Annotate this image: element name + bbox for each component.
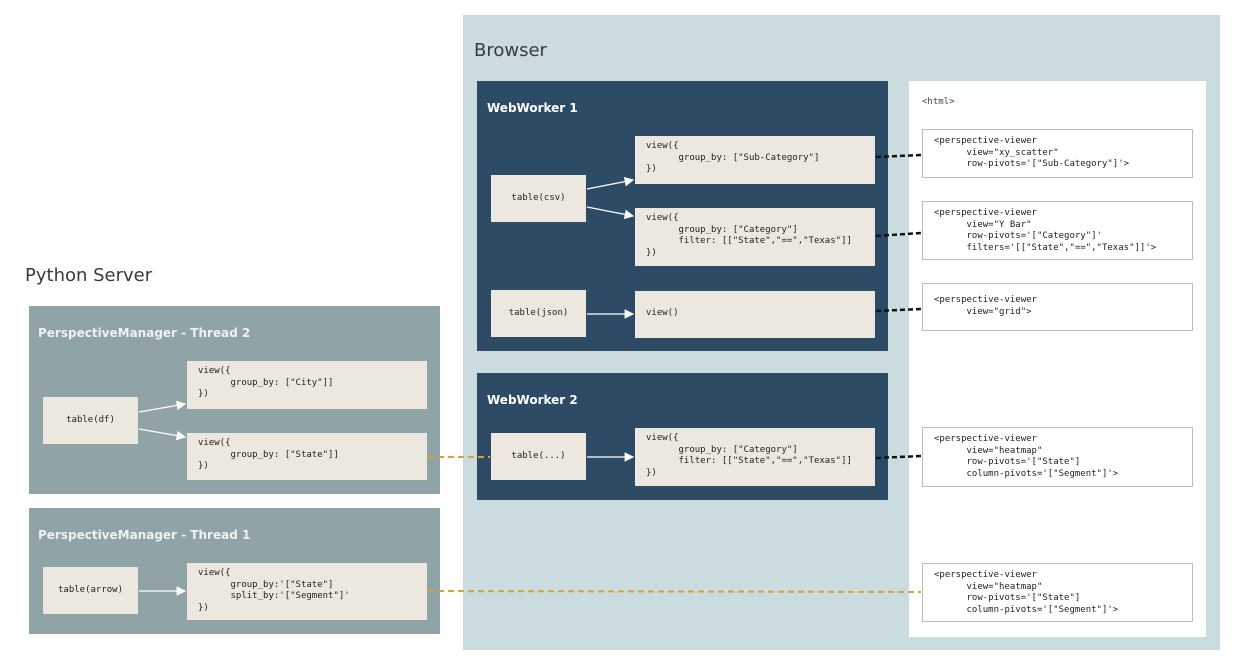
thread-1-title: PerspectiveManager - Thread 1	[38, 528, 251, 542]
view-subcategory: view({ group_by: ["Sub-Category"] })	[635, 136, 875, 184]
thread-2-title: PerspectiveManager - Thread 2	[38, 326, 251, 340]
view-empty: view()	[635, 291, 875, 338]
table-arrow: table(arrow)	[43, 567, 138, 614]
table-csv: table(csv)	[491, 175, 586, 222]
viewer-xy-scatter: <perspective-viewer view="xy_scatter" ro…	[922, 129, 1193, 178]
webworker-2-title: WebWorker 2	[487, 393, 578, 407]
viewer-heatmap-2: <perspective-viewer view="heatmap" row-p…	[922, 563, 1193, 622]
server-title: Python Server	[25, 265, 153, 286]
viewer-y-bar: <perspective-viewer view="Y Bar" row-piv…	[922, 201, 1193, 260]
table-json: table(json)	[491, 290, 586, 337]
html-tag-label: <html>	[922, 97, 955, 107]
view-city: view({ group_by: ["City"]] })	[187, 361, 427, 409]
view-state-segment: view({ group_by:'["State"] split_by:'["S…	[187, 563, 427, 620]
view-category-texas: view({ group_by: ["Category"] filter: [[…	[635, 208, 875, 266]
view-category-texas-2: view({ group_by: ["Category"] filter: [[…	[635, 428, 875, 486]
table-df: table(df)	[43, 397, 138, 444]
viewer-heatmap-1: <perspective-viewer view="heatmap" row-p…	[922, 427, 1193, 487]
webworker-1-title: WebWorker 1	[487, 101, 578, 115]
table-ellipsis: table(...)	[491, 433, 586, 480]
browser-title: Browser	[474, 40, 547, 61]
viewer-grid: <perspective-viewer view="grid">	[922, 283, 1193, 331]
view-state: view({ group_by: ["State"]] })	[187, 433, 427, 480]
